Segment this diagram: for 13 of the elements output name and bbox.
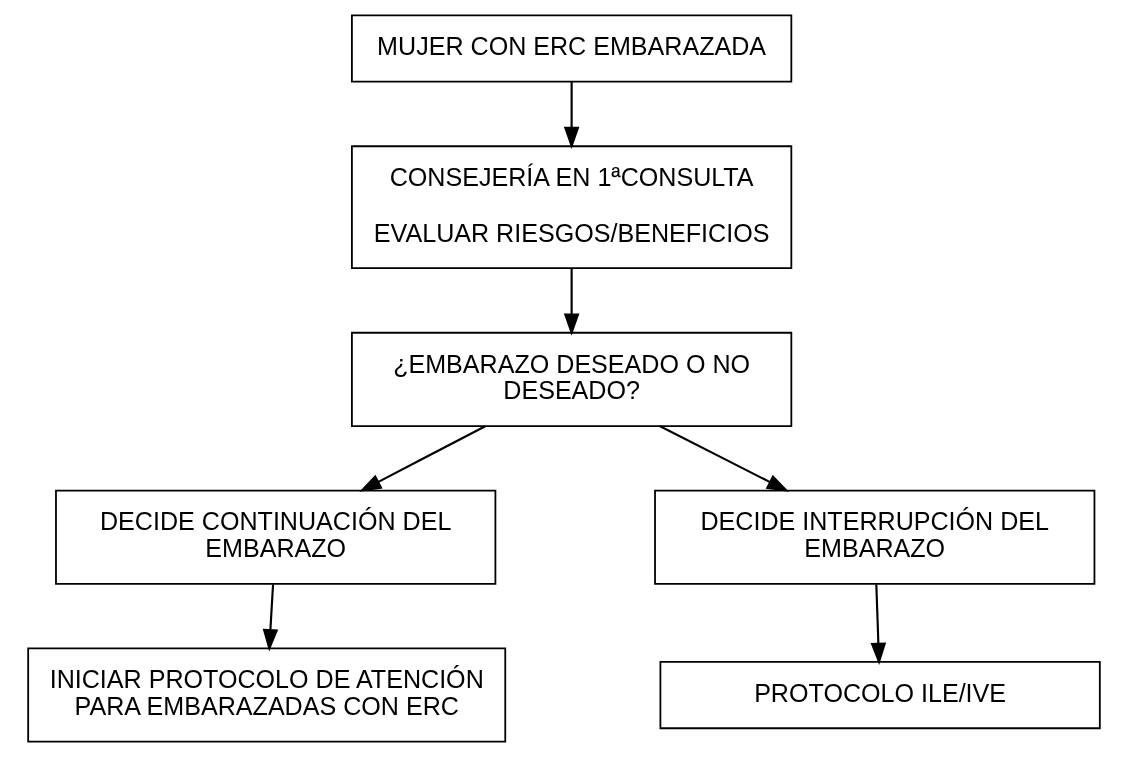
node-box: MUJER CON ERC EMBARAZADA — [350, 14, 792, 83]
node-box: ¿EMBARAZO DESEADO O NO DESEADO? — [350, 331, 792, 427]
node-box: PROTOCOLO ILE/IVE — [659, 661, 1101, 730]
node-box: CONSEJERÍA EN 1ªCONSULTA EVALUAR RIESGOS/BENEFICIOS — [350, 145, 792, 270]
arrow — [358, 425, 486, 492]
arrow — [659, 425, 789, 492]
node-box: DECIDE INTERRUPCIÓN DEL EMBARAZO — [653, 489, 1095, 585]
node-box: DECIDE CONTINUACIÓN DEL EMBARAZO — [54, 489, 496, 585]
arrow — [563, 268, 579, 336]
node-box: INICIAR PROTOCOLO DE ATENCIÓN PARA EMBARAZADAS CON ERC — [26, 647, 506, 743]
arrow — [262, 584, 278, 652]
arrow — [870, 584, 886, 666]
arrow — [563, 81, 579, 150]
